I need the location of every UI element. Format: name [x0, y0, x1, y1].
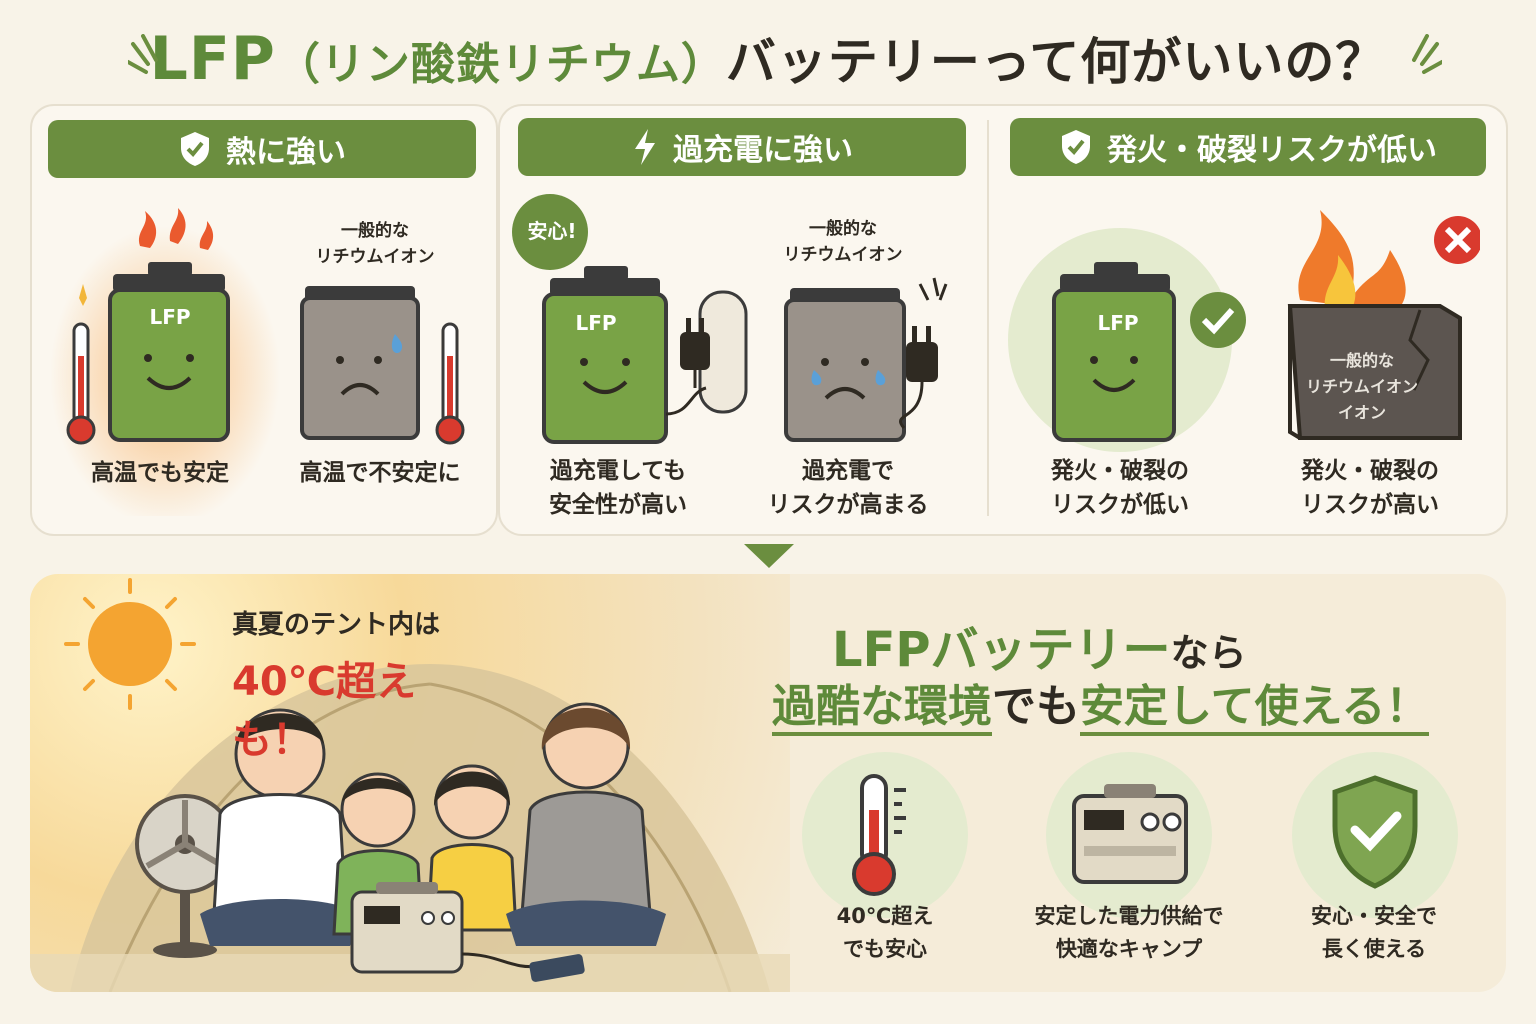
thermometer-icon	[852, 774, 906, 896]
headline-stable: 安定	[1080, 681, 1168, 736]
caption-left: 発火・破裂の リスクが低い	[1051, 458, 1189, 518]
burnt-battery-label: 一般的な リチウムイオン イオン	[1305, 351, 1418, 422]
li-ion-battery-sad	[300, 286, 420, 440]
phone-icon	[529, 954, 585, 982]
check-icon	[1190, 292, 1246, 348]
tent-text-line1: 真夏のテント内は	[232, 610, 441, 640]
fan-icon	[135, 794, 235, 958]
shield-check-icon	[1332, 775, 1418, 889]
shield-check-icon	[181, 132, 209, 166]
title-rest: バッテリーって何がいいの？	[725, 33, 1387, 91]
headline-usable: して使える！	[1168, 681, 1430, 736]
safe-badge: 安心!	[527, 219, 577, 243]
panel-header-label: 熱に強い	[226, 135, 346, 170]
lfp-battery-happy	[542, 266, 668, 444]
burst-lines-icon	[1412, 34, 1442, 74]
caption-left: 過充電しても 安全性が高い	[549, 458, 687, 518]
badge-circle	[512, 194, 588, 270]
panel-divider	[987, 120, 989, 516]
battery-label: LFP	[575, 311, 617, 335]
page-title: LFP（リン酸鉄リチウム）バッテリーって何がいいの？	[0, 22, 1536, 94]
shield-check-icon	[1062, 130, 1090, 164]
tent-text: 真夏のテント内は 40℃超えも！	[232, 604, 492, 765]
lfp-battery-happy	[108, 262, 230, 442]
thermometer-icon	[435, 322, 465, 445]
headline-lfp: LFPバッテリー	[832, 622, 1171, 678]
bottom-section: 真夏のテント内は 40℃超えも！ LFPバッテリーなら 過酷な環境でも安定して使…	[30, 574, 1506, 992]
battery-label: LFP	[149, 305, 191, 329]
person-father	[200, 708, 360, 946]
person-mother	[506, 702, 666, 946]
family-tent-illustration	[30, 578, 790, 992]
heat-comparison-illustration	[50, 208, 465, 516]
lfp-battery-happy	[1052, 262, 1176, 442]
sun-icon	[64, 578, 196, 710]
arrow-down-icon	[744, 544, 794, 568]
panel-overcharge-resistant: 過充電に強い 安心! LFP 一般的な リチウムイオン 過充電しても 安全性が高…	[498, 104, 986, 532]
caption-right: 過充電で リスクが高まる	[767, 458, 929, 518]
headline-harsh-env: 過酷な環境	[772, 681, 992, 736]
burst-lines-icon	[128, 34, 158, 74]
caption-left: 高温でも安定	[91, 460, 229, 486]
title-paren: （リン酸鉄リチウム）	[275, 39, 726, 90]
worry-lines-icon	[918, 277, 948, 301]
flame-icon	[138, 208, 214, 250]
lightning-icon	[635, 129, 655, 165]
headline-rest: なら	[1170, 631, 1247, 675]
panel-heat-resistant: 熱に強い LFP 一般的な リチウムイオン 高温でも安定 高温で不安定に	[30, 104, 498, 536]
sparkle-icon	[79, 284, 87, 306]
overcharge-comparison-illustration	[512, 194, 948, 444]
headline-line1: LFPバッテリーなら	[832, 610, 1247, 680]
burnt-battery	[1287, 304, 1462, 440]
fire-comparison-illustration	[1008, 210, 1480, 452]
panel-header: 発火・破裂リスクが低い	[1010, 118, 1486, 176]
li-ion-battery-sad	[784, 288, 906, 442]
battery-label: LFP	[1097, 311, 1139, 335]
caption-right: 発火・破裂の リスクが高い	[1301, 458, 1439, 518]
panel-header-label: 過充電に強い	[673, 133, 853, 168]
li-ion-label: 一般的な リチウムイオン	[783, 219, 903, 265]
power-station-icon	[350, 882, 541, 974]
panel-header-label: 発火・破裂リスクが低い	[1107, 133, 1437, 168]
headline-line2: 過酷な環境でも安定して使える！	[772, 670, 1430, 736]
power-station-icon	[1072, 784, 1188, 884]
panel-header: 過充電に強い	[518, 118, 966, 176]
feature-caption: 安心・安全で 長く使える	[1311, 904, 1437, 961]
headline-demo: でも	[992, 681, 1080, 732]
x-icon	[1434, 216, 1480, 264]
caption-right: 高温で不安定に	[299, 460, 461, 486]
plug-icon	[898, 326, 938, 429]
panel-header: 熱に強い	[48, 120, 476, 178]
thermometer-icon	[66, 322, 96, 445]
power-outlet-plug-icon	[665, 290, 748, 416]
feature-caption: 安定した電力供給で 快適なキャンプ	[1034, 904, 1224, 961]
li-ion-label: 一般的な リチウムイオン	[315, 221, 435, 267]
feature-caption: 40℃超え でも安心	[836, 904, 934, 961]
tent-text-line2: 40℃超えも！	[232, 659, 417, 763]
panel-fire-risk-low: 発火・破裂リスクが低い LFP 一般的な リチウムイオン イオン 発火・破裂の …	[990, 104, 1504, 532]
fire-icon	[1298, 210, 1406, 312]
title-lfp: LFP	[149, 24, 276, 94]
